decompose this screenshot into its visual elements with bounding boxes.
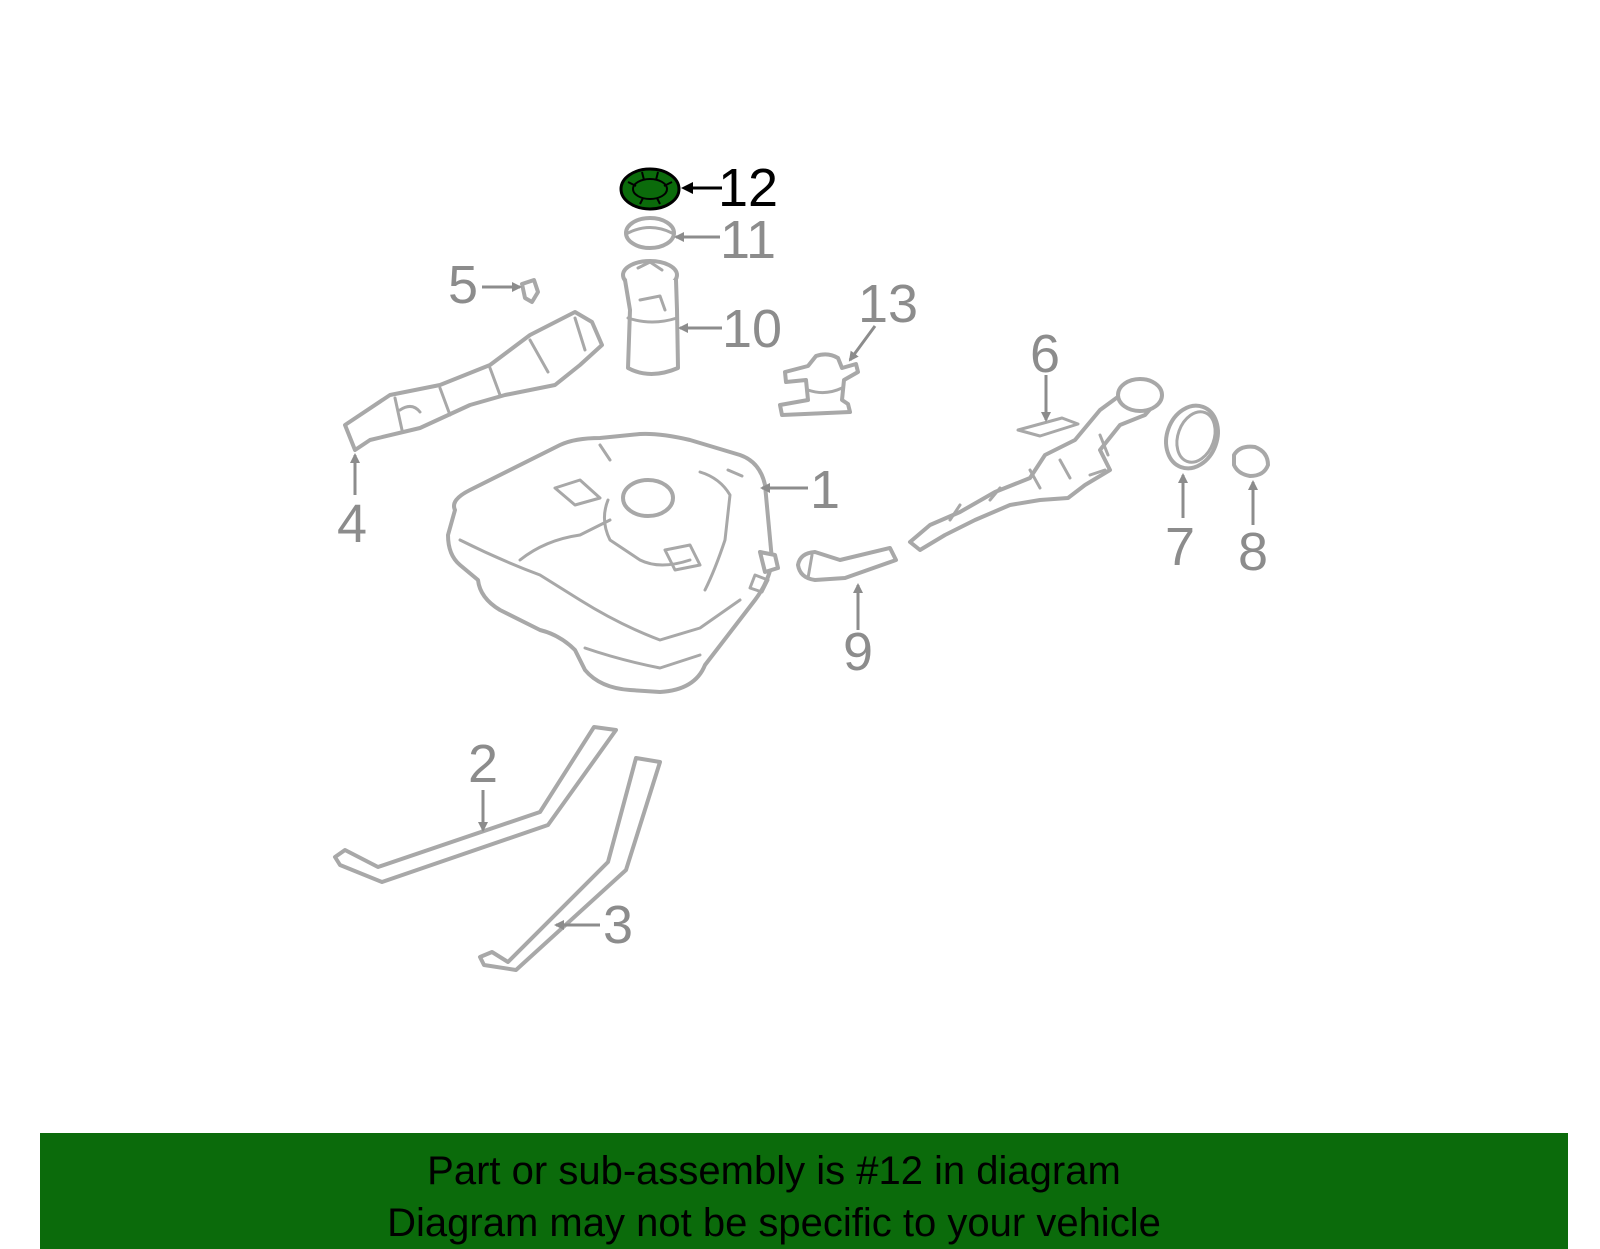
banner-line-disclaimer: Diagram may not be specific to your vehi…	[387, 1201, 1161, 1245]
callout-3: 3	[603, 895, 633, 955]
callout-8: 8	[1238, 522, 1268, 582]
lock-ring-part-highlighted	[619, 167, 681, 211]
heat-shield-part	[343, 310, 604, 452]
callout-4: 4	[337, 494, 367, 554]
fuel-pump-module-part	[621, 259, 680, 376]
callout-11: 11	[720, 210, 776, 270]
callout-6: 6	[1030, 324, 1060, 384]
callout-9: 9	[843, 622, 873, 682]
leader-13	[848, 325, 877, 362]
filler-neck-part	[908, 377, 1164, 552]
callout-5: 5	[448, 255, 478, 315]
tank-strap-part-3	[478, 756, 662, 972]
vent-valve-part	[778, 352, 860, 417]
callout-7: 7	[1165, 517, 1195, 577]
callout-1: 1	[810, 460, 840, 520]
fuel-tank-part	[446, 431, 780, 694]
clip-part	[520, 278, 540, 304]
callout-13: 13	[858, 274, 918, 334]
callout-12-highlighted: 12	[718, 158, 778, 218]
banner-line-part-number: Part or sub-assembly is #12 in diagram	[427, 1149, 1121, 1193]
callout-10: 10	[722, 299, 782, 359]
filler-gasket-part	[1164, 403, 1220, 471]
tank-strap-part-2	[333, 725, 618, 884]
fuel-cap-part	[1232, 444, 1270, 478]
info-banner: Part or sub-assembly is #12 in diagram D…	[40, 1133, 1568, 1249]
callout-2: 2	[468, 734, 498, 794]
pump-gasket-part	[624, 216, 676, 250]
fuel-hose-part	[796, 546, 898, 582]
